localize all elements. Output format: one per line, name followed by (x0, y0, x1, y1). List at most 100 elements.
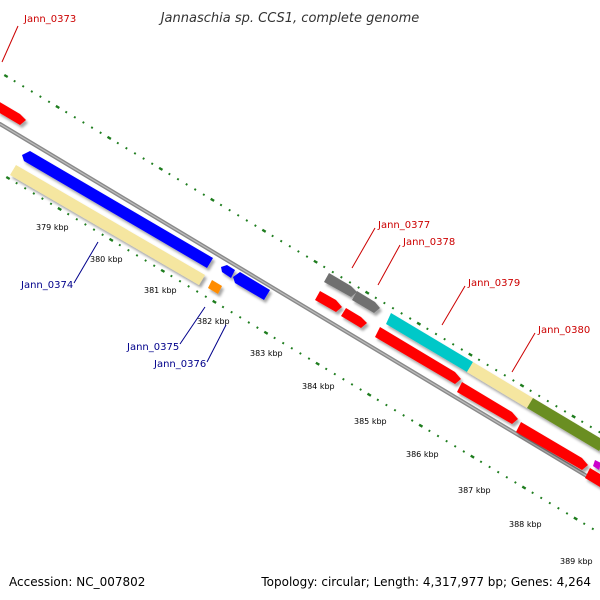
scale-tick (15, 181, 18, 185)
scale-tick (402, 414, 405, 417)
scale-tick (297, 250, 300, 253)
genome-backbone (0, 122, 600, 486)
scale-tick (176, 177, 180, 181)
scale-tick (428, 429, 431, 433)
scale-tick (359, 388, 362, 391)
scale-tick (168, 172, 171, 176)
scale-tick (271, 234, 274, 238)
scale-tick (537, 394, 541, 398)
gene-jann-0374[interactable] (22, 151, 213, 268)
scale-tick (221, 305, 225, 309)
scale-tick (245, 219, 249, 222)
gene-red-a[interactable] (315, 291, 342, 312)
scale-tick (299, 352, 302, 355)
scale-tick (49, 202, 53, 206)
scale-tick (160, 268, 166, 273)
scale-tick (178, 279, 182, 283)
scale-tick (230, 310, 233, 314)
gene-label-jann-0375[interactable]: Jann_0375 (126, 342, 179, 353)
scale-tick (322, 265, 326, 269)
kbp-label: 389 kbp (560, 557, 593, 566)
scale-tick (410, 419, 414, 422)
gene-jann-0378[interactable] (352, 291, 380, 313)
scale-tick (521, 485, 527, 490)
scale-tick (92, 228, 96, 231)
scale-tick (462, 450, 466, 453)
accession-text: Accession: NC_007802 (9, 575, 145, 589)
gene-label-jann-0378[interactable]: Jann_0378 (402, 237, 455, 248)
scale-tick (391, 306, 395, 310)
scale-tick (546, 399, 550, 403)
kbp-label: 381 kbp (144, 286, 177, 295)
scale-tick (519, 383, 525, 388)
scale-tick (32, 192, 36, 195)
scale-tick (30, 90, 34, 93)
scale-tick (434, 332, 438, 336)
scale-tick (256, 326, 259, 329)
scale-tick (204, 295, 208, 299)
scale-tick (47, 100, 51, 104)
gene-olive[interactable] (527, 398, 600, 451)
scale-tick (366, 392, 372, 397)
scale-tick (185, 183, 188, 186)
scale-tick (39, 95, 42, 98)
gene-jann-0375[interactable] (208, 280, 222, 294)
scale-tick (470, 454, 475, 459)
gene-label-jann-0380[interactable]: Jann_0380 (537, 325, 590, 336)
scale-tick (460, 348, 464, 351)
scale-tick (5, 175, 11, 181)
gene-label-jann-0376[interactable]: Jann_0376 (153, 359, 206, 370)
scale-tick (13, 79, 16, 83)
scale-tick (539, 496, 543, 500)
kbp-label: 383 kbp (250, 349, 283, 358)
scale-tick (254, 224, 257, 227)
kbp-label: 388 kbp (509, 520, 542, 529)
scale-tick (305, 255, 309, 258)
scale-tick (342, 377, 345, 381)
scale-tick (486, 363, 489, 367)
scale-tick (557, 506, 560, 510)
gene-magenta (593, 460, 600, 470)
gene-callouts: Jann_0373 Jann_0374 Jann_0375 Jann_0376 … (1, 14, 590, 373)
scale-tick (416, 321, 422, 326)
gene-jann-0377[interactable] (324, 273, 357, 297)
gene-jann-0376a[interactable] (221, 265, 235, 278)
scale-tick (290, 346, 294, 350)
gene-red-b[interactable] (341, 308, 367, 328)
scale-tick (247, 321, 251, 324)
gene-red-long-2[interactable] (457, 382, 518, 424)
scale-tick (350, 383, 354, 386)
kbp-label: 380 kbp (90, 255, 123, 264)
scale-tick (64, 110, 68, 114)
scale-tick (212, 299, 217, 304)
scale-tick (263, 330, 269, 335)
scale-tick (193, 188, 197, 191)
gene-label-jann-0379[interactable]: Jann_0379 (467, 278, 520, 289)
scale-tick (307, 357, 311, 360)
gene-red-long-1[interactable] (375, 327, 461, 384)
scale-tick (488, 465, 491, 469)
scale-tick (436, 434, 440, 438)
scale-tick (133, 152, 137, 155)
gene-red-long-3[interactable] (516, 422, 588, 470)
scale-tick (496, 470, 500, 474)
scale-tick (468, 352, 473, 357)
scale-tick (531, 491, 534, 495)
scale-tick (135, 254, 139, 257)
scale-tick (348, 281, 352, 284)
scale-tick (279, 239, 283, 243)
gene-jann-0376[interactable] (233, 272, 270, 300)
gene-label-jann-0377[interactable]: Jann_0377 (377, 220, 430, 231)
scale-tick (236, 213, 240, 217)
gene-label-jann-0373[interactable]: Jann_0373 (23, 14, 76, 25)
gene-label-jann-0374[interactable]: Jann_0374 (20, 280, 73, 291)
scale-tick (512, 379, 515, 382)
scale-tick (99, 131, 102, 135)
scale-tick (374, 296, 378, 300)
scale-tick (142, 157, 145, 160)
gene-jann-0373[interactable] (0, 101, 26, 125)
gene-red-long-4[interactable] (585, 468, 600, 490)
scale-tick (219, 203, 223, 207)
gene-jann-0380[interactable] (467, 362, 533, 408)
gene-jann-0379[interactable] (386, 313, 473, 372)
